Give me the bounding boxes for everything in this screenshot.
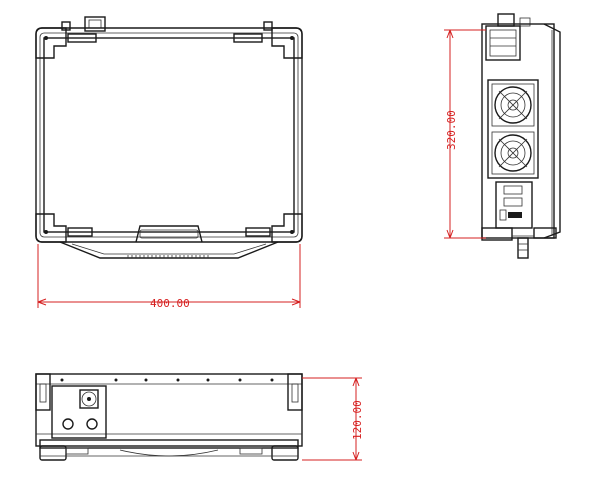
depth-dimension: 120.00 xyxy=(302,377,364,461)
depth-label: 120.00 xyxy=(351,400,364,440)
height-dimension: 320.00 xyxy=(444,29,486,239)
corner-guard-top-right xyxy=(271,27,303,59)
side-view: 320.00 xyxy=(444,13,561,259)
corner-guard-bottom-left xyxy=(35,213,67,243)
width-dimension: 400.00 xyxy=(37,244,301,310)
fan-bottom xyxy=(491,131,535,175)
width-label: 400.00 xyxy=(150,297,190,310)
front-view: 400.00 xyxy=(35,16,303,310)
corner-guard-bottom-right xyxy=(271,213,303,243)
height-label: 320.00 xyxy=(445,110,458,150)
rear-view: 120.00 xyxy=(35,373,364,461)
rivet-row xyxy=(60,378,274,382)
fan-top xyxy=(491,83,535,127)
corner-guard-top-left xyxy=(35,27,67,59)
vent-slots xyxy=(127,255,209,258)
